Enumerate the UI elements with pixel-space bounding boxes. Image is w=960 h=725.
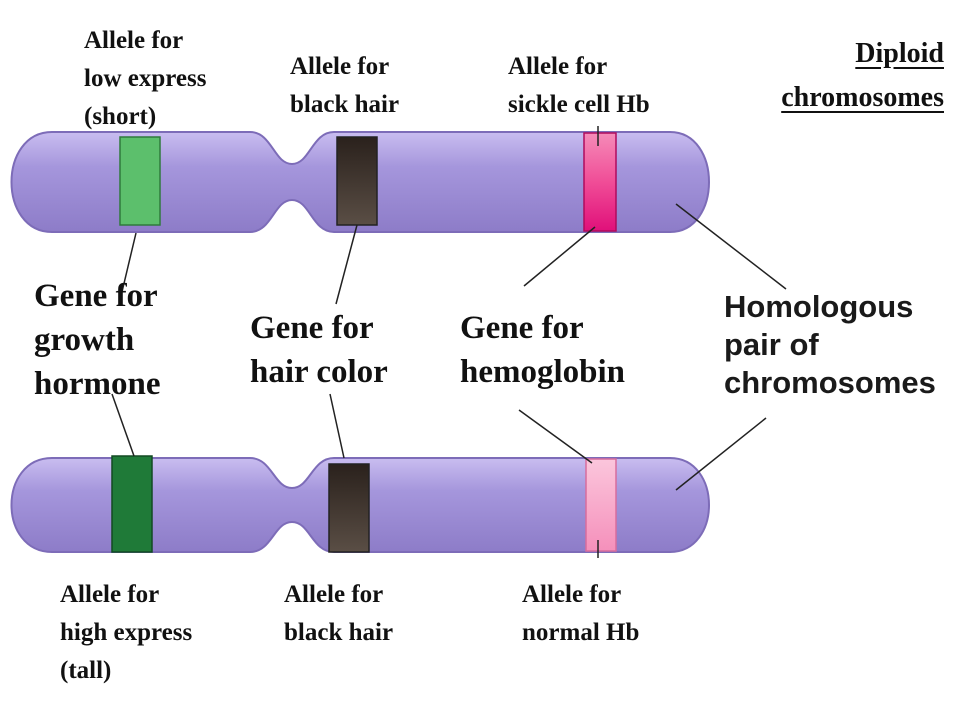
leader-homologous-top <box>675 203 787 290</box>
label-line: Gene for <box>34 278 158 314</box>
label-gene-hemoglobin: Gene for hemoglobin <box>460 306 625 394</box>
label-line: Gene for <box>460 310 584 346</box>
label-bottom-allele-hair: Allele for black hair <box>284 576 393 652</box>
label-line: chromosomes <box>724 365 936 400</box>
label-line: growth <box>34 322 135 358</box>
label-line: hair color <box>250 354 388 390</box>
top-allele-black-hair-band <box>336 136 378 226</box>
label-top-allele-hair: Allele for black hair <box>290 48 399 124</box>
label-line: Allele for <box>284 581 384 608</box>
label-line: high express <box>60 619 193 646</box>
bottom-allele-high-express-band <box>111 455 153 553</box>
label-line: Allele for <box>290 53 390 80</box>
leader-hb-top <box>523 226 596 287</box>
label-line: black hair <box>284 619 394 646</box>
label-line: (tall) <box>60 657 112 684</box>
title-line-1: Diploid <box>855 38 944 69</box>
label-gene-hair: Gene for hair color <box>250 306 388 394</box>
label-line: sickle cell Hb <box>508 91 650 118</box>
label-line: hormone <box>34 366 161 402</box>
label-line: normal Hb <box>522 619 640 646</box>
bottom-allele-normal-hb-band <box>585 458 617 552</box>
label-bottom-allele-growth: Allele for high express (tall) <box>60 576 192 690</box>
label-line: low express <box>84 65 207 92</box>
label-line: Gene for <box>250 310 374 346</box>
label-line: black hair <box>290 91 400 118</box>
label-line: Allele for <box>84 27 184 54</box>
label-top-allele-growth: Allele for low express (short) <box>84 22 206 136</box>
label-gene-growth: Gene for growth hormone <box>34 274 161 406</box>
leader-hb-bottom <box>518 409 593 464</box>
leader-growth-bottom <box>111 393 135 457</box>
label-line: Allele for <box>60 581 160 608</box>
diagram-title: Diploid chromosomes <box>781 32 944 120</box>
label-line: Homologous <box>724 289 914 324</box>
leader-homologous-bottom <box>675 417 767 491</box>
label-line: pair of <box>724 327 819 362</box>
top-allele-low-express-band <box>119 136 161 226</box>
label-homologous-pair: Homologous pair of chromosomes <box>724 288 936 402</box>
label-bottom-allele-hb: Allele for normal Hb <box>522 576 639 652</box>
title-line-2: chromosomes <box>781 82 944 113</box>
label-top-allele-hb: Allele for sickle cell Hb <box>508 48 650 124</box>
top-allele-sickle-hb-band <box>583 132 617 232</box>
bottom-allele-black-hair-band <box>328 463 370 553</box>
label-line: (short) <box>84 103 157 130</box>
label-line: Allele for <box>522 581 622 608</box>
label-line: hemoglobin <box>460 354 626 390</box>
label-line: Allele for <box>508 53 608 80</box>
leader-growth-top <box>120 232 137 297</box>
leader-hair-bottom <box>329 393 345 459</box>
leader-hair-top <box>335 224 358 305</box>
